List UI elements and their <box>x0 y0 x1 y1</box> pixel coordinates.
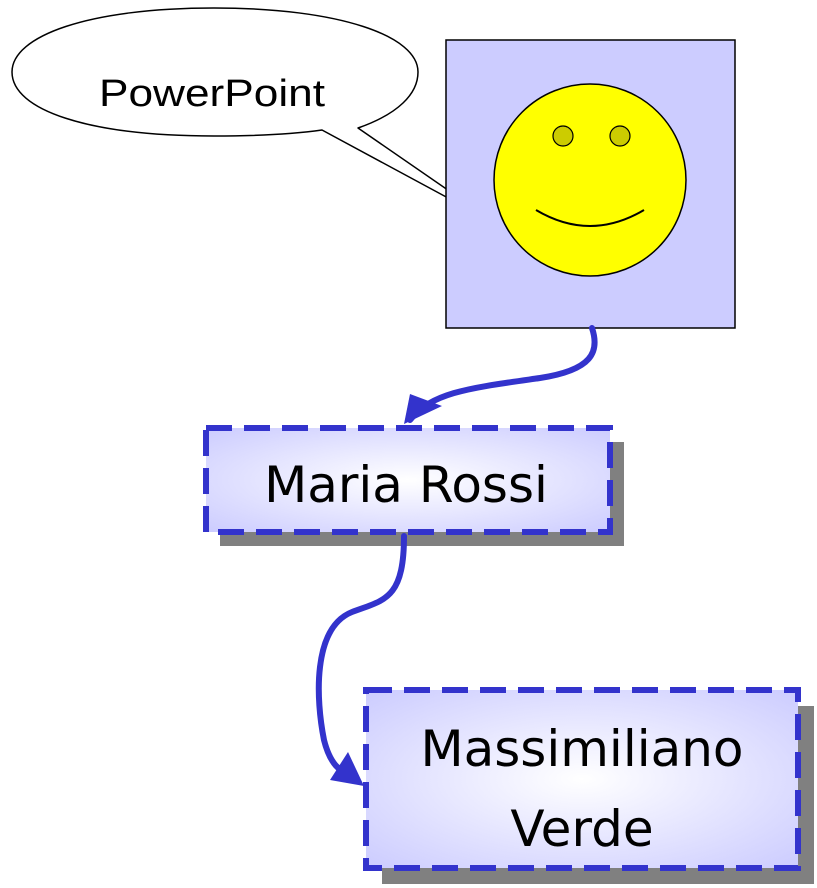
arrowhead-maria-icon <box>404 394 442 424</box>
node-massimiliano-verde[interactable]: Massimiliano Verde <box>363 687 814 884</box>
smiley-picture[interactable] <box>445 39 736 329</box>
right-eye <box>609 125 631 147</box>
smiley-face-icon <box>493 83 687 277</box>
callout-bubble <box>11 7 501 227</box>
connector-maria-to-massimiliano[interactable] <box>315 533 407 779</box>
node-box <box>363 687 801 871</box>
left-eye <box>552 125 574 147</box>
arrowhead-massimiliano-icon <box>330 752 364 786</box>
node-massimiliano-line2: Verde <box>510 800 653 858</box>
powerpoint-callout[interactable]: PowerPoint <box>11 7 501 227</box>
node-massimiliano-line1: Massimiliano <box>420 720 743 778</box>
smile-mouth <box>535 209 645 227</box>
node-maria-rossi[interactable]: Maria Rossi <box>203 425 624 546</box>
connector-picture-to-maria[interactable] <box>407 325 598 423</box>
node-maria-label: Maria Rossi <box>264 456 548 514</box>
callout-label: PowerPoint <box>99 73 326 115</box>
node-box <box>203 425 613 535</box>
